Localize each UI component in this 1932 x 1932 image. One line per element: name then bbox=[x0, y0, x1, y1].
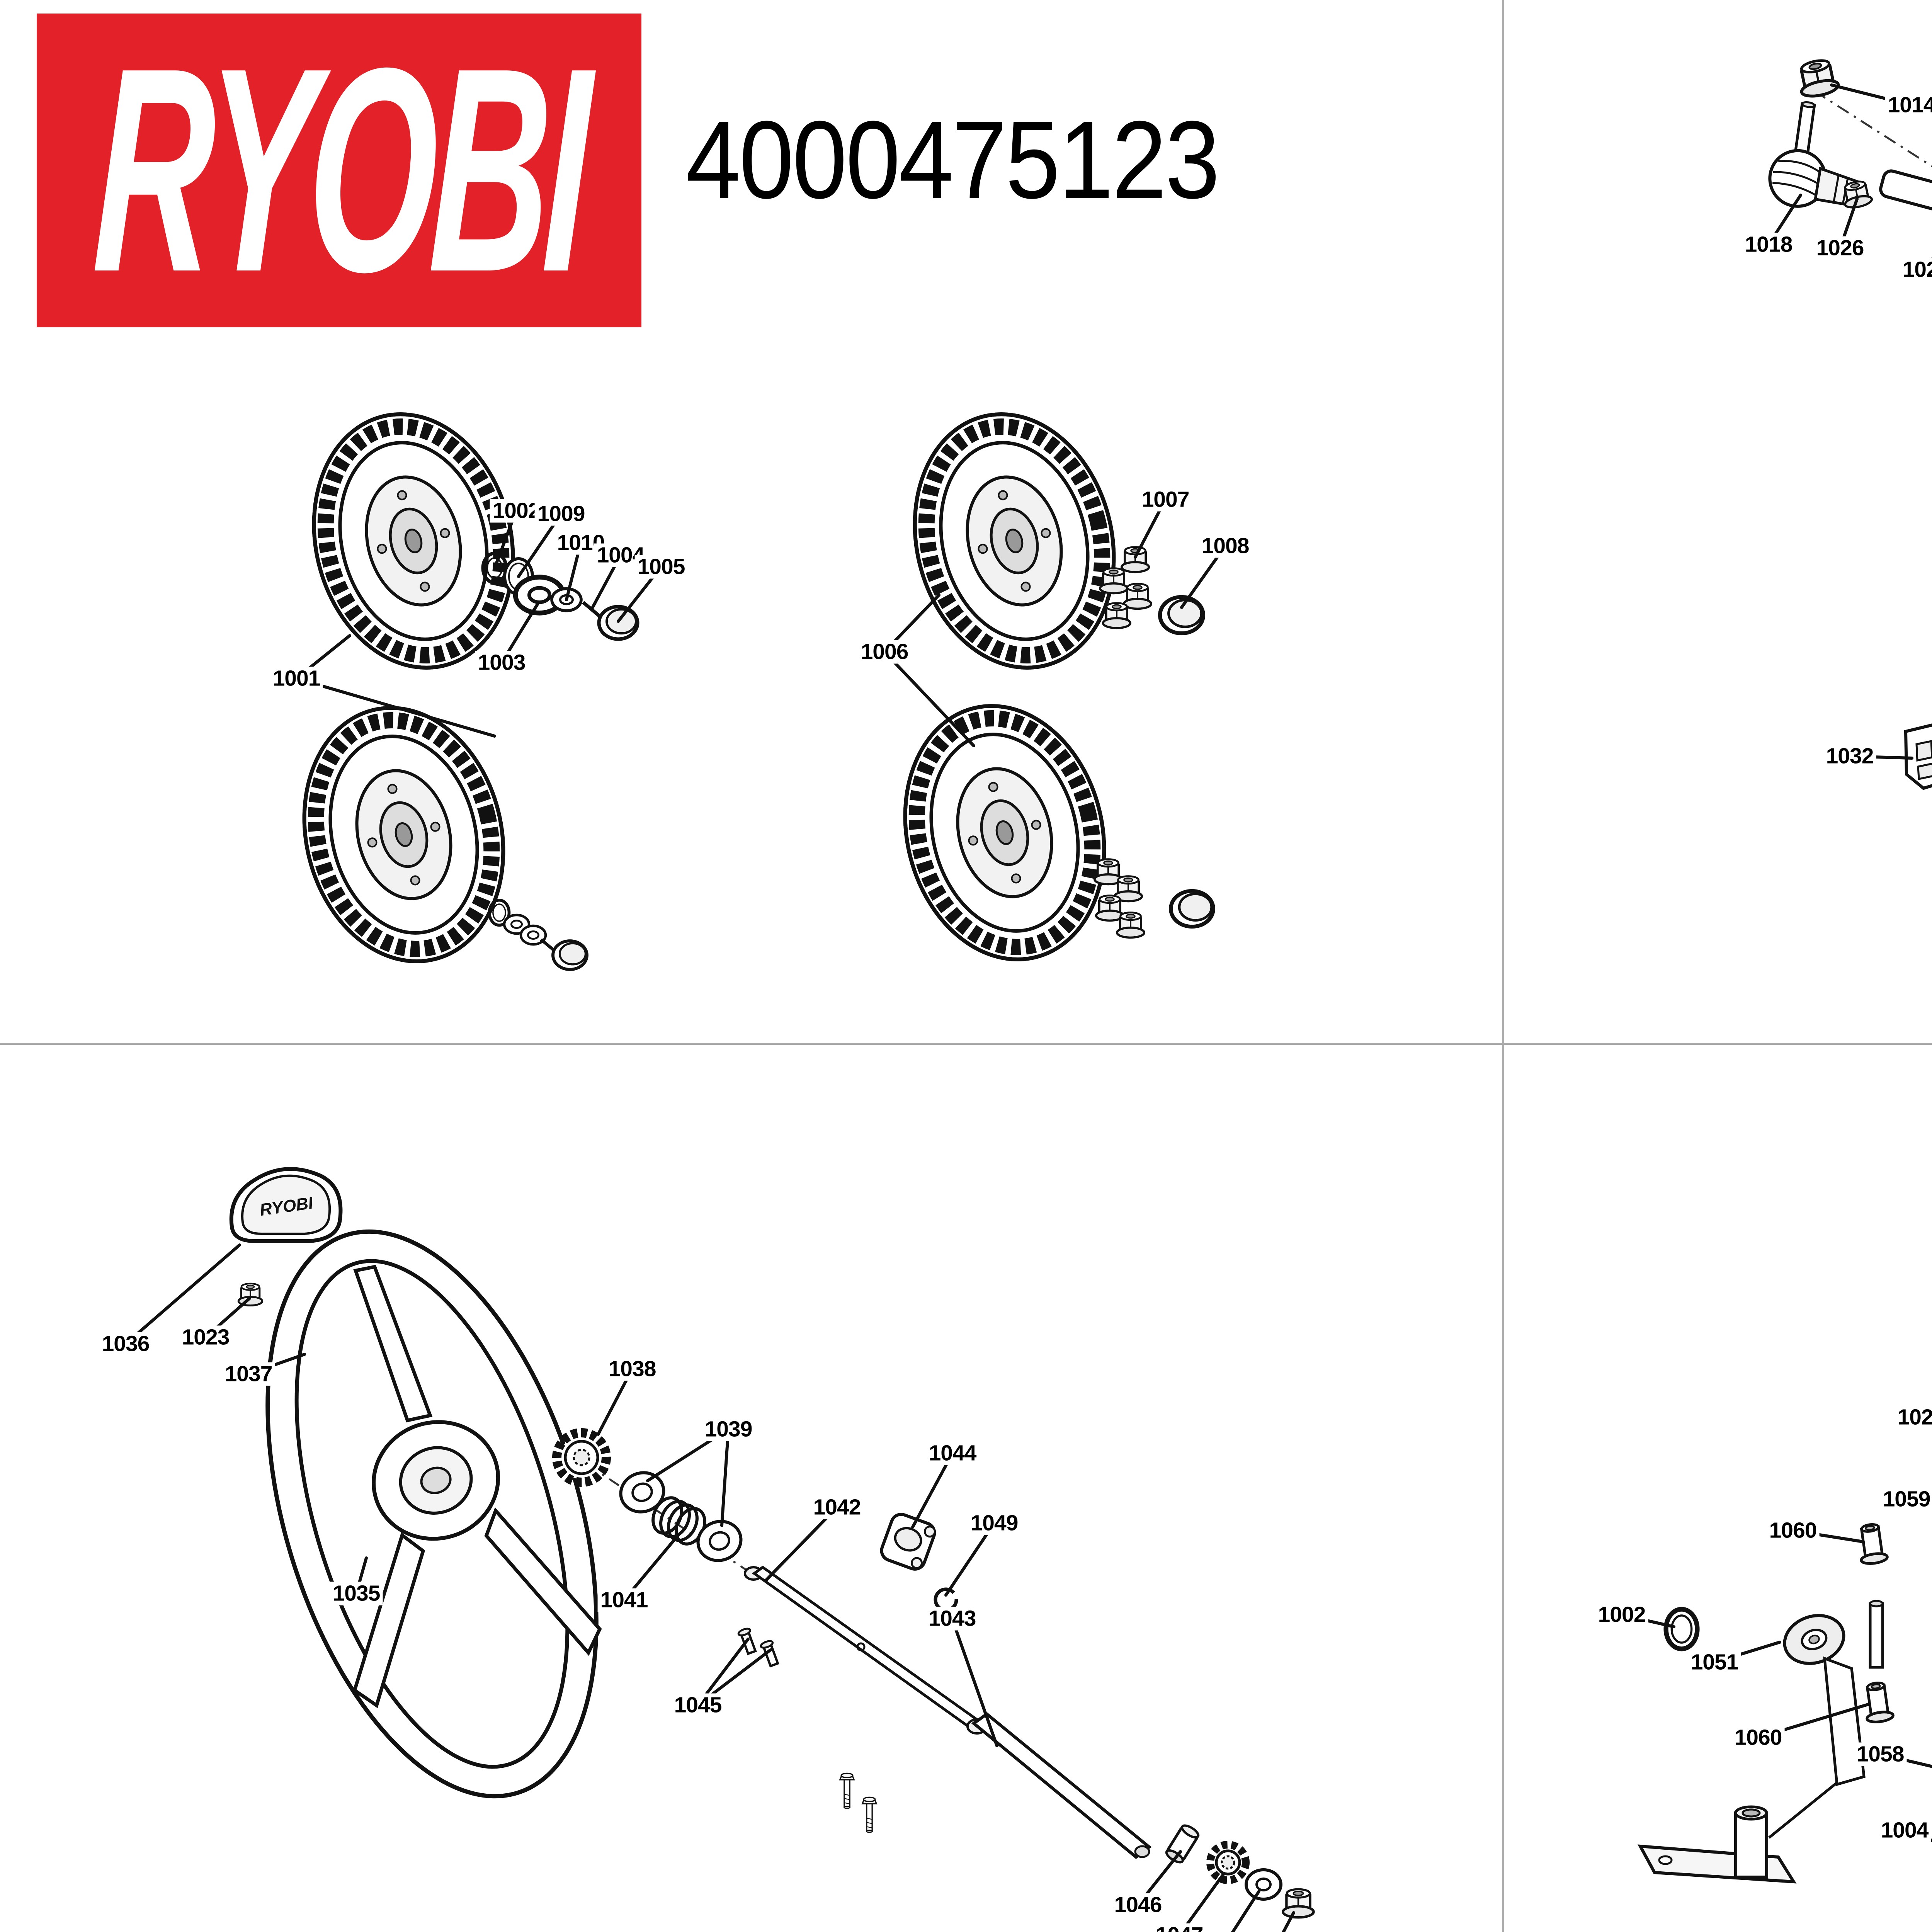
ryobi-logo: RYOBI bbox=[37, 14, 641, 327]
part-callout-1060: 1060 bbox=[1766, 1519, 1820, 1543]
part-callout-1037: 1037 bbox=[222, 1362, 275, 1386]
steering-cap-icon: RYOBI bbox=[229, 1167, 343, 1243]
leader-line bbox=[911, 1452, 954, 1529]
part-callout-1007: 1007 bbox=[1139, 488, 1192, 512]
part-callout-1058: 1058 bbox=[1854, 1742, 1907, 1766]
part-callout-1045: 1045 bbox=[671, 1693, 724, 1717]
part-callout-1044: 1044 bbox=[926, 1441, 979, 1465]
leader-lines bbox=[124, 83, 1932, 1932]
washer-icon bbox=[1245, 1868, 1282, 1901]
part-callout-1002: 1002 bbox=[1595, 1603, 1648, 1627]
part-callout-1043: 1043 bbox=[925, 1607, 979, 1631]
leader-line bbox=[944, 1522, 996, 1597]
washer-icon bbox=[696, 1520, 743, 1562]
part-callout-1047: 1047 bbox=[1153, 1923, 1206, 1932]
part-callout-1036: 1036 bbox=[99, 1332, 152, 1356]
part-callout-1004: 1004 bbox=[1878, 1818, 1931, 1842]
leader-line bbox=[883, 650, 975, 747]
leader-line bbox=[124, 1243, 241, 1345]
steering-wheel-icon bbox=[265, 1229, 602, 1799]
part-callout-1035: 1035 bbox=[330, 1582, 383, 1605]
left-spindle-icon bbox=[1637, 1600, 1884, 1884]
part-callout-1014: 1014 bbox=[1885, 93, 1932, 117]
part-callout-1018: 1018 bbox=[1742, 233, 1795, 257]
document-part-number: 4000475123 bbox=[686, 98, 1220, 222]
part-callout-1005: 1005 bbox=[634, 555, 688, 579]
part-callout-1023: 1023 bbox=[179, 1325, 232, 1349]
part-callout-1008: 1008 bbox=[1199, 534, 1252, 558]
column-clamp-icon bbox=[880, 1513, 936, 1571]
part-callout-1042: 1042 bbox=[810, 1495, 864, 1519]
bushing-icon bbox=[1165, 1824, 1200, 1864]
part-callout-1009: 1009 bbox=[534, 502, 588, 526]
steering-wheel-art: RYOBI bbox=[229, 1167, 1314, 1917]
part-callout-1051: 1051 bbox=[1688, 1650, 1741, 1674]
part-callout-1001: 1001 bbox=[270, 667, 323, 690]
steering-shaft-icon bbox=[744, 1565, 1152, 1859]
part-callout-1060: 1060 bbox=[1731, 1726, 1785, 1750]
part-callout-1046: 1046 bbox=[1111, 1893, 1165, 1917]
leader-line bbox=[951, 1617, 998, 1747]
splined-hub-icon bbox=[552, 1428, 611, 1487]
leader-line bbox=[764, 1506, 838, 1582]
horizontal-divider bbox=[0, 1043, 1932, 1045]
part-callout-1039: 1039 bbox=[702, 1417, 755, 1441]
rear-axle-art bbox=[1637, 1095, 1932, 1884]
part-callout-1006: 1006 bbox=[858, 640, 911, 664]
part-callout-1026: 1026 bbox=[1813, 236, 1867, 260]
part-callout-1041: 1041 bbox=[597, 1588, 651, 1612]
part-callout-1032: 1032 bbox=[1823, 744, 1876, 768]
leader-line bbox=[1231, 1890, 1260, 1932]
part-callout-1038: 1038 bbox=[605, 1357, 659, 1381]
clevis-pin-icon bbox=[760, 1640, 779, 1668]
part-callout-1002: 1002 bbox=[490, 499, 543, 523]
part-callout-1003: 1003 bbox=[475, 651, 528, 675]
steering-linkage-art bbox=[1764, 58, 1932, 985]
leader-line bbox=[720, 1428, 730, 1527]
part-callout-1059: 1059 bbox=[1880, 1487, 1932, 1511]
tie-rod-shaft-icon bbox=[1879, 169, 1932, 233]
leader-line bbox=[1281, 1911, 1295, 1932]
washer-icon bbox=[619, 1471, 665, 1514]
vertical-divider bbox=[1502, 0, 1504, 1932]
leader-line bbox=[295, 677, 496, 738]
part-callout-1023: 1023 bbox=[1895, 1405, 1932, 1429]
part-callout-1049: 1049 bbox=[968, 1511, 1021, 1535]
